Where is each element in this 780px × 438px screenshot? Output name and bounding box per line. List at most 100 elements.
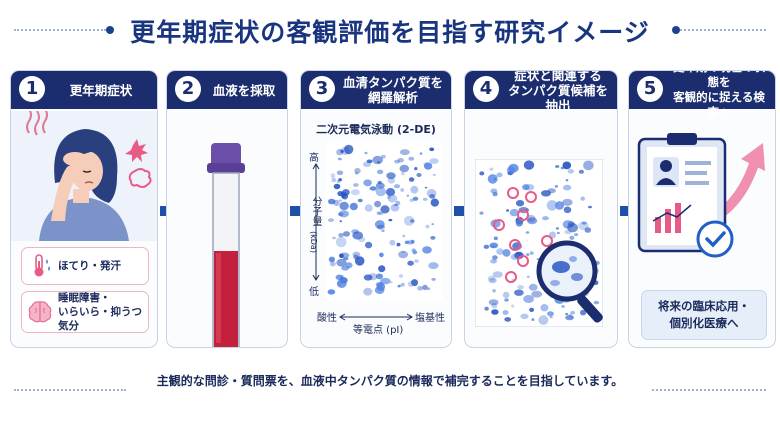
gel-spot: [581, 221, 587, 225]
gel-spot: [331, 177, 337, 183]
gel-spot: [487, 174, 498, 184]
gel-spot: [491, 309, 499, 315]
step-panel-4: 4 症状と関連する タンパク質候補を抽出: [464, 70, 618, 348]
gel-spot: [379, 252, 384, 258]
candidate-spot-marker: [507, 187, 519, 199]
gel-spot: [424, 186, 428, 189]
gel-spot: [398, 274, 404, 278]
gel-spot: [374, 200, 382, 208]
gel-spot: [562, 198, 573, 206]
title-row: 更年期症状の客観評価を目指す研究イメージ: [0, 10, 780, 50]
gel-spot: [515, 200, 525, 207]
gel-spot: [330, 173, 336, 179]
gel-spot: [404, 240, 410, 244]
gel-spot: [491, 302, 498, 309]
step-number-5: 5: [637, 76, 663, 102]
y-axis-arrow-icon: [312, 163, 320, 281]
future-application-box: 将来の臨床応用・ 個別化医療へ: [641, 290, 767, 340]
gel-spot: [496, 172, 503, 178]
gel-spot: [504, 317, 512, 322]
gel-spot: [411, 279, 418, 287]
gel-spot: [339, 220, 343, 223]
gel-spot: [569, 315, 574, 319]
gel-spot: [580, 309, 587, 316]
gel-spot: [574, 233, 579, 237]
gel-spot: [570, 310, 576, 315]
gel-spot: [510, 253, 520, 260]
brain-icon: [28, 301, 52, 323]
gel-spot: [408, 177, 415, 182]
gel-spot: [502, 291, 510, 299]
y-axis-high: 高: [309, 153, 319, 164]
gel-spot: [375, 186, 386, 197]
gel-spot: [352, 231, 364, 240]
gel-spot: [328, 198, 336, 205]
gel-spot: [335, 236, 347, 248]
symptom-1-line-1: ほてり・発汗: [58, 260, 121, 272]
candidate-spot-marker: [525, 191, 537, 203]
gel-spot: [423, 162, 433, 170]
gel-spot: [354, 172, 359, 175]
step-header-3: 3 血清タンパク質を 網羅解析: [301, 71, 451, 109]
gel-spot: [408, 156, 415, 161]
gel-spot: [588, 205, 592, 209]
gel-spot: [364, 204, 373, 212]
gel-spot: [583, 160, 594, 171]
woman-headache-icon: [11, 111, 157, 241]
candidate-spot-marker: [493, 219, 505, 231]
magnifier-icon: [536, 240, 603, 323]
gel-spot: [337, 212, 344, 217]
gel-spot: [340, 149, 344, 153]
gel-spot: [493, 236, 498, 241]
step-panel-3: 3 血清タンパク質を 網羅解析 二次元電気泳動 (2-DE) 高 分子量 (kD…: [300, 70, 452, 348]
gel-spot: [414, 259, 419, 263]
gel-spot: [353, 254, 359, 260]
step-title-1-line-1: 更年期症状: [69, 82, 133, 98]
gel-spot: [399, 164, 410, 173]
gel-spot: [410, 239, 415, 244]
gel-spot: [342, 189, 350, 196]
gel-spot: [327, 289, 336, 295]
gel-spot: [429, 147, 435, 152]
candidate-spot-marker: [505, 271, 517, 283]
gel-spot: [515, 219, 523, 227]
candidate-spot-marker: [509, 239, 521, 251]
gel-spot: [584, 227, 592, 233]
gel-spot: [547, 311, 554, 317]
gel-spot: [529, 307, 535, 312]
gel-spot: [406, 194, 410, 197]
gel-spot: [492, 271, 503, 278]
gel-spot: [374, 220, 385, 229]
gel-spot: [363, 287, 373, 296]
gel-title: 二次元電気泳動 (2-DE): [316, 123, 436, 136]
gel-spot: [538, 315, 549, 325]
gel-spot: [385, 188, 396, 197]
gel-spot: [542, 216, 549, 221]
gel-spot: [425, 224, 430, 229]
step-title-5-line-1: 更年期の現在の状態を: [673, 71, 765, 89]
gel-spot: [400, 188, 405, 192]
gel-spot: [340, 146, 350, 155]
gel-spot: [393, 184, 401, 189]
gel-spot: [375, 182, 385, 189]
step-title-3-line-1: 血清タンパク質を: [342, 75, 443, 90]
gel-spot: [369, 186, 377, 191]
gel-spot: [567, 168, 574, 174]
gel-spot: [343, 257, 349, 261]
gel-spot: [492, 255, 498, 260]
gel-spot: [364, 151, 368, 155]
gel-spot: [339, 201, 349, 211]
symptom-2-line-2: いらいら・抑うつ気分: [58, 306, 142, 332]
gel-spot: [561, 305, 565, 308]
y-axis-unit: (kDa): [309, 231, 318, 253]
step-title-2-line-1: 血液を採取: [212, 82, 276, 98]
gel-spot: [555, 201, 565, 210]
blood-tube-icon: [207, 143, 245, 347]
gel-spot: [496, 248, 504, 255]
step-title-3: 血清タンパク質を 網羅解析: [341, 71, 445, 109]
step-title-4-line-1: 症状と関連する: [514, 70, 602, 83]
gel-spot: [338, 233, 344, 238]
gel-spot: [381, 229, 385, 233]
gel-spot: [541, 190, 551, 197]
gel-spot: [514, 289, 524, 296]
